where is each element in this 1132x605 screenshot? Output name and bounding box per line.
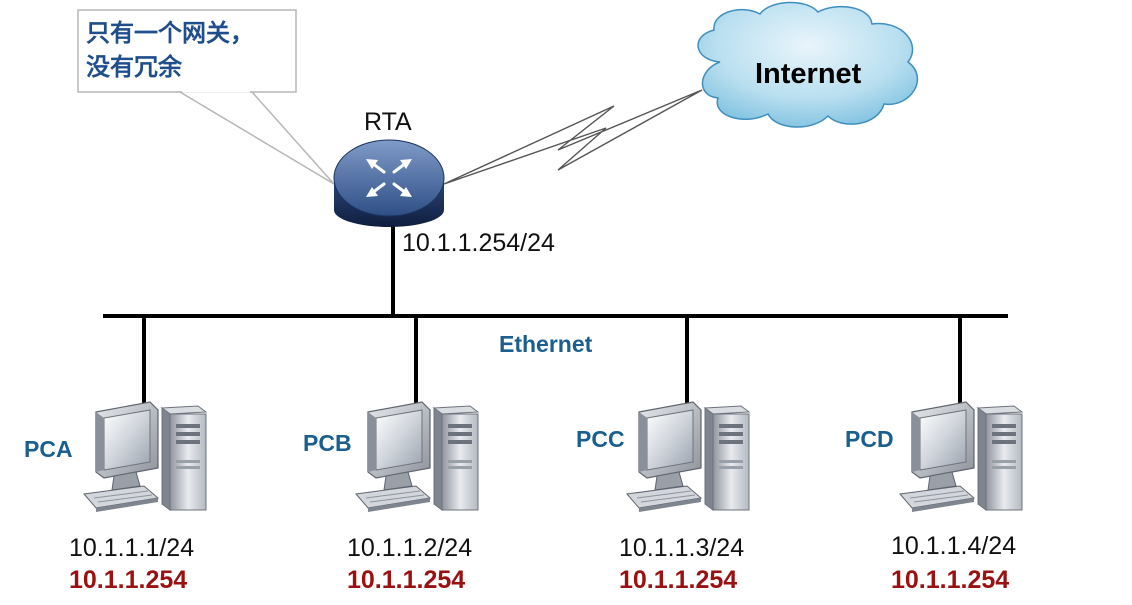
cloud-icon [697,1,919,128]
pc-name: PCA [24,436,73,462]
router-icon [333,139,445,227]
pc-ip: 10.1.1.1/24 [69,534,195,562]
pc-gateway: 10.1.1.254 [619,566,738,594]
router-ip: 10.1.1.254/24 [402,229,555,257]
pc-ip: 10.1.1.2/24 [347,534,473,562]
desktop-pc-icon [899,401,1023,513]
desktop-pc-icon [355,401,479,513]
desktop-pc-icon [626,401,750,513]
pc-ip: 10.1.1.3/24 [619,534,745,562]
callout-box [77,9,297,93]
pc-gateway: 10.1.1.254 [347,566,466,594]
router-name: RTA [364,108,412,136]
desktop-pc-icon [83,401,207,513]
callout-text: 只有一个网关， 没有冗余 [86,16,296,84]
pc-gateway: 10.1.1.254 [69,566,188,594]
pc-name: PCB [303,430,352,456]
pc-name: PCC [576,426,625,452]
pc-name: PCD [845,426,894,452]
callout-pointer [177,91,335,185]
callout-line-1: 只有一个网关， [86,19,254,47]
wan-link [443,89,703,185]
network-label: Ethernet [499,331,593,357]
callout-line-2: 没有冗余 [86,53,182,81]
pc-gateway: 10.1.1.254 [891,566,1010,594]
cloud-label: Internet [755,58,862,90]
pc-ip: 10.1.1.4/24 [891,532,1017,560]
